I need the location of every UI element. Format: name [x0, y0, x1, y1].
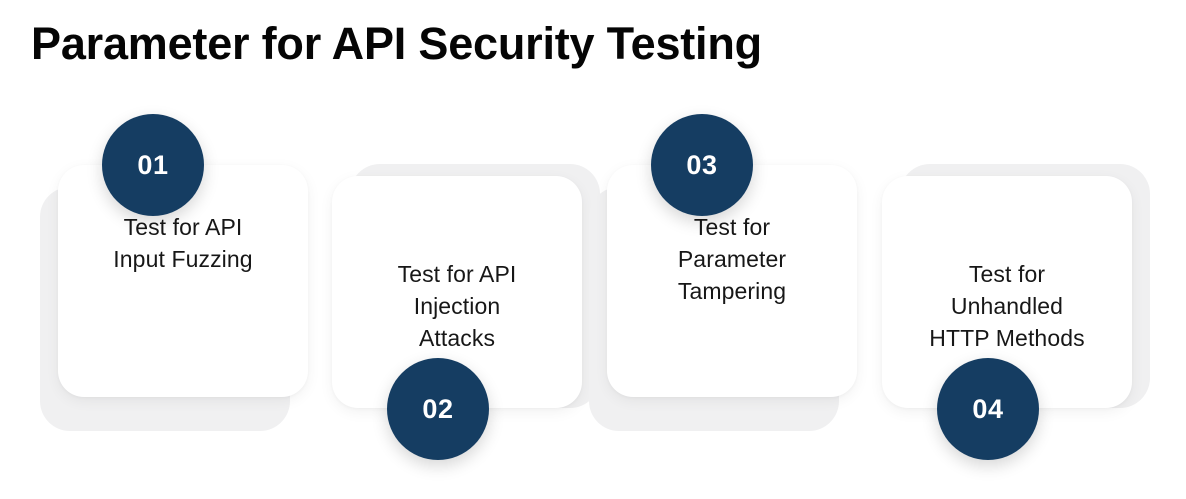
- step-label: Test for API Injection Attacks: [397, 261, 517, 351]
- step-number-badge: 02: [387, 358, 489, 460]
- step-card-01[interactable]: Test for API Input Fuzzing 01: [40, 114, 308, 431]
- step-card-04[interactable]: Test for Unhandled HTTP Methods 04: [882, 164, 1150, 460]
- step-number-badge: 03: [651, 114, 753, 216]
- step-number-badge: 04: [937, 358, 1039, 460]
- step-card-02[interactable]: Test for API Injection Attacks 02: [332, 164, 600, 460]
- step-card-surface[interactable]: Test for Unhandled HTTP Methods: [882, 176, 1132, 408]
- step-label: Test for API Input Fuzzing: [113, 214, 253, 272]
- step-label: Test for Unhandled HTTP Methods: [929, 261, 1085, 351]
- page-title: Parameter for API Security Testing: [31, 18, 762, 69]
- step-card-03[interactable]: Test for Parameter Tampering 03: [589, 114, 857, 431]
- step-card-surface[interactable]: Test for API Input Fuzzing: [58, 165, 308, 397]
- step-number-badge: 01: [102, 114, 204, 216]
- step-label: Test for Parameter Tampering: [677, 214, 787, 304]
